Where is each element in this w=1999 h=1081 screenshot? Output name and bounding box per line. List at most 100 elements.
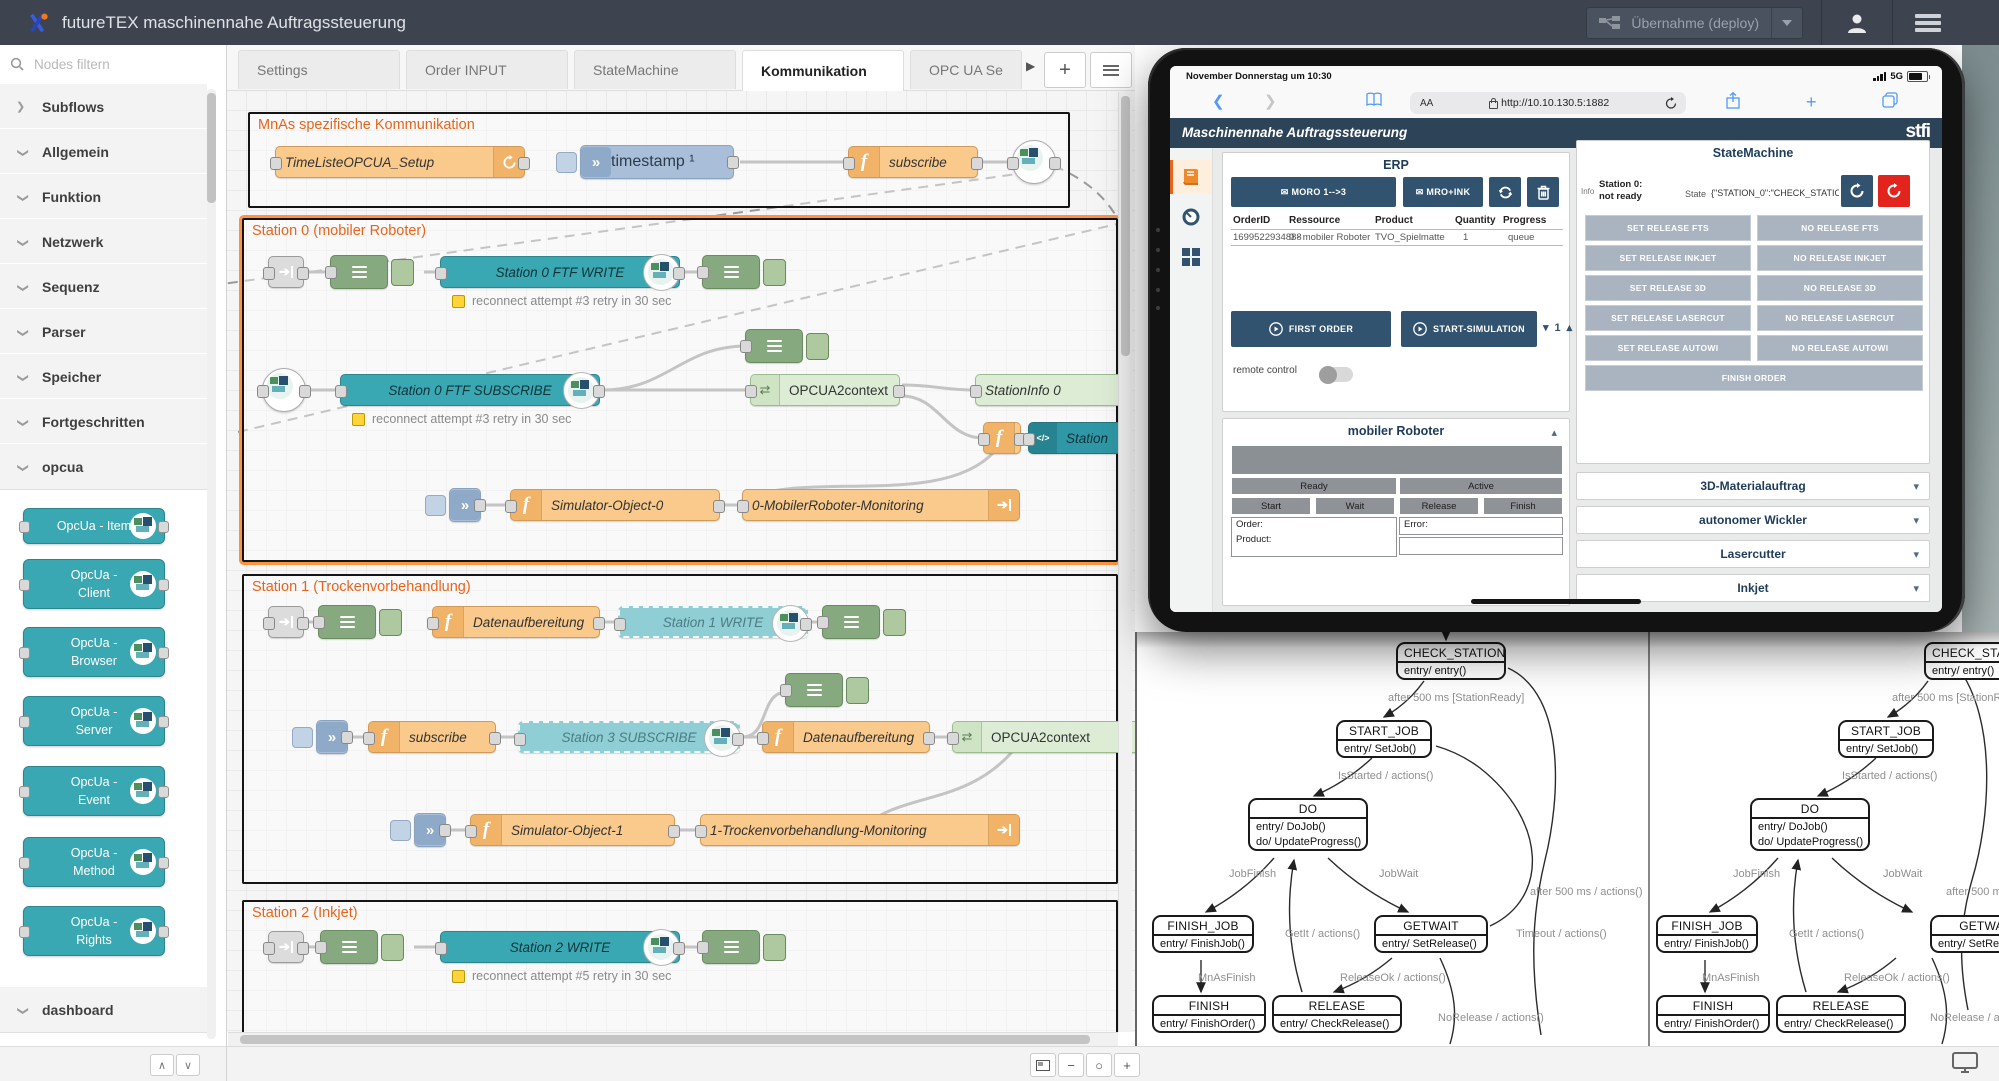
erp-action-first-order[interactable]: FIRST ORDER xyxy=(1231,311,1391,347)
tab-settings[interactable]: Settings xyxy=(238,50,400,89)
chevron-down-icon[interactable]: ▾ xyxy=(1543,322,1549,334)
sm-button-finish-order[interactable]: FINISH ORDER xyxy=(1585,365,1923,391)
inject-button[interactable] xyxy=(390,819,411,841)
robot-substate-finish[interactable]: Finish xyxy=(1483,497,1563,515)
sm-button-no-release-fts[interactable]: NO RELEASE FTS xyxy=(1757,215,1923,241)
node-debug[interactable] xyxy=(697,930,786,964)
palette-category-sequenz[interactable]: ❮Sequenz xyxy=(0,263,207,310)
node-inject-inject[interactable]: » xyxy=(425,488,486,522)
debug-toggle-button[interactable] xyxy=(883,608,906,636)
sidebar-item-dashboard[interactable] xyxy=(1170,200,1212,234)
debug-toggle-button[interactable] xyxy=(381,933,404,961)
node-link-in[interactable]: ➔ xyxy=(263,606,309,638)
main-menu-button[interactable] xyxy=(1893,0,1963,45)
node-station[interactable]: </>Station xyxy=(1023,422,1124,454)
tab-opcuase[interactable]: OPC UA Se xyxy=(910,50,1022,89)
node-link-in[interactable]: ➔ xyxy=(263,256,309,288)
node-station-1-write[interactable]: Station 1 WRITE xyxy=(614,605,812,642)
sm-button-set-release-3d[interactable]: SET RELEASE 3D xyxy=(1585,275,1751,301)
sidebar-book-icon[interactable] xyxy=(1366,92,1382,107)
deploy-options-button[interactable] xyxy=(1771,7,1802,38)
reset-statemachine-button[interactable] xyxy=(1841,175,1873,207)
inject-button[interactable] xyxy=(292,726,313,748)
node-station-2-write[interactable]: Station 2 WRITE xyxy=(435,929,685,966)
flow-list-button[interactable] xyxy=(1090,52,1132,88)
canvas-horizontal-scrollbar[interactable] xyxy=(228,1032,1118,1046)
robot-substate-start[interactable]: Start xyxy=(1231,497,1311,515)
collapse-icon[interactable]: ▴ xyxy=(1551,427,1557,439)
robot-substate-wait[interactable]: Wait xyxy=(1315,497,1395,515)
palette-category-speicher[interactable]: ❮Speicher xyxy=(0,353,207,400)
sm-button-no-release-3d[interactable]: NO RELEASE 3D xyxy=(1757,275,1923,301)
palette-node-opcuaitem[interactable]: OpcUa - Item xyxy=(19,508,169,544)
palette-node-opcuamethod[interactable]: OpcUa -Method xyxy=(19,837,169,887)
palette-node-opcuaserver[interactable]: OpcUa -Server xyxy=(19,696,169,746)
node-inject-inject[interactable]: » xyxy=(292,720,353,754)
reload-icon[interactable] xyxy=(1665,96,1677,110)
sm-section-inkjet[interactable]: Inkjet▾ xyxy=(1576,574,1930,602)
sm-button-set-release-inkjet[interactable]: SET RELEASE INKJET xyxy=(1585,245,1751,271)
node-timelisteopcua-setup[interactable]: TimeListeOPCUA_Setup xyxy=(270,146,530,178)
palette-node-opcuarights[interactable]: OpcUa -Rights xyxy=(19,906,169,956)
palette-category-netzwerk[interactable]: ❮Netzwerk xyxy=(0,218,207,265)
inject-button[interactable] xyxy=(556,151,577,173)
node-opcua2context[interactable]: ⇄OPCUA2context xyxy=(745,374,905,406)
node-station-0-ftf-subscribe[interactable]: Station 0 FTF SUBSCRIBE xyxy=(335,372,605,409)
node-station-0-ftf-write[interactable]: Station 0 FTF WRITE xyxy=(435,254,685,291)
canvas-vertical-scrollbar[interactable] xyxy=(1118,92,1132,1032)
palette-category-allgemein[interactable]: ❮Allgemein xyxy=(0,128,207,175)
node-inject-timestamp-[interactable]: »timestamp ¹ xyxy=(556,145,739,179)
sm-button-set-release-fts[interactable]: SET RELEASE FTS xyxy=(1585,215,1751,241)
home-indicator[interactable] xyxy=(1471,599,1641,604)
debug-toggle-button[interactable] xyxy=(763,258,786,286)
node-debug[interactable] xyxy=(740,329,829,363)
search-input[interactable] xyxy=(32,55,186,73)
expand-all-button[interactable]: ∨ xyxy=(176,1054,200,1076)
address-bar[interactable]: AA http://10.10.130.5:1882 xyxy=(1410,92,1686,114)
debug-toggle-button[interactable] xyxy=(846,676,869,704)
debug-toggle-button[interactable] xyxy=(806,332,829,360)
zoom-out-button[interactable]: − xyxy=(1058,1053,1084,1077)
node-0-mobilerroboter-monitoring[interactable]: 0-MobilerRoboter-Monitoring➔ xyxy=(737,489,1020,521)
tab-orderinput[interactable]: Order INPUT xyxy=(406,50,568,89)
debug-toggle-button[interactable] xyxy=(379,608,402,636)
debug-toggle-button[interactable] xyxy=(763,933,786,961)
palette-category-subflows[interactable]: ❯Subflows xyxy=(0,83,207,130)
deploy-button[interactable]: Übernahme (deploy) xyxy=(1586,6,1803,39)
back-button[interactable]: ❮ xyxy=(1212,93,1225,110)
remote-control-toggle[interactable] xyxy=(1319,365,1353,384)
sm-button-set-release-lasercut[interactable]: SET RELEASE LASERCUT xyxy=(1585,305,1751,331)
node-opcua-item[interactable] xyxy=(257,368,311,412)
robot-substate-release[interactable]: Release xyxy=(1399,497,1479,515)
sidebar-item-modules[interactable] xyxy=(1170,240,1212,274)
erp-button-moro[interactable]: ✉ MORO 1-->3 xyxy=(1231,177,1396,207)
add-flow-button[interactable]: + xyxy=(1044,52,1086,88)
sm-section-autonomer-wickler[interactable]: autonomer Wickler▾ xyxy=(1576,506,1930,534)
palette-category-fortgeschritten[interactable]: ❮Fortgeschritten xyxy=(0,398,207,445)
chevron-up-icon[interactable]: ▴ xyxy=(1566,322,1573,334)
sm-section-3d-materialauftrag[interactable]: 3D-Materialauftrag▾ xyxy=(1576,472,1930,500)
navigator-button[interactable] xyxy=(1030,1053,1056,1077)
node-debug[interactable] xyxy=(325,255,414,289)
palette-node-opcuaclient[interactable]: OpcUa -Client xyxy=(19,559,169,609)
sm-button-set-release-autowi[interactable]: SET RELEASE AUTOWI xyxy=(1585,335,1751,361)
sm-button-no-release-lasercut[interactable]: NO RELEASE LASERCUT xyxy=(1757,305,1923,331)
palette-category-dashboard[interactable]: ❮dashboard xyxy=(0,986,207,1033)
palette-scrollbar[interactable] xyxy=(207,89,216,1039)
node-inject-inject[interactable]: » xyxy=(390,813,451,847)
node-stationinfo-0[interactable]: StationInfo 0 xyxy=(970,374,1125,406)
share-icon[interactable] xyxy=(1726,92,1740,109)
node-station-3-subscribe[interactable]: Station 3 SUBSCRIBE xyxy=(514,720,744,757)
sm-section-lasercutter[interactable]: Lasercutter▾ xyxy=(1576,540,1930,568)
tabs-icon[interactable] xyxy=(1882,92,1898,108)
palette-node-opcuabrowser[interactable]: OpcUa -Browser xyxy=(19,627,169,677)
zoom-in-button[interactable]: + xyxy=(1114,1053,1140,1077)
node-opcua-item[interactable] xyxy=(1007,140,1061,184)
palette-search[interactable] xyxy=(0,45,207,84)
palette-category-parser[interactable]: ❮Parser xyxy=(0,308,207,355)
